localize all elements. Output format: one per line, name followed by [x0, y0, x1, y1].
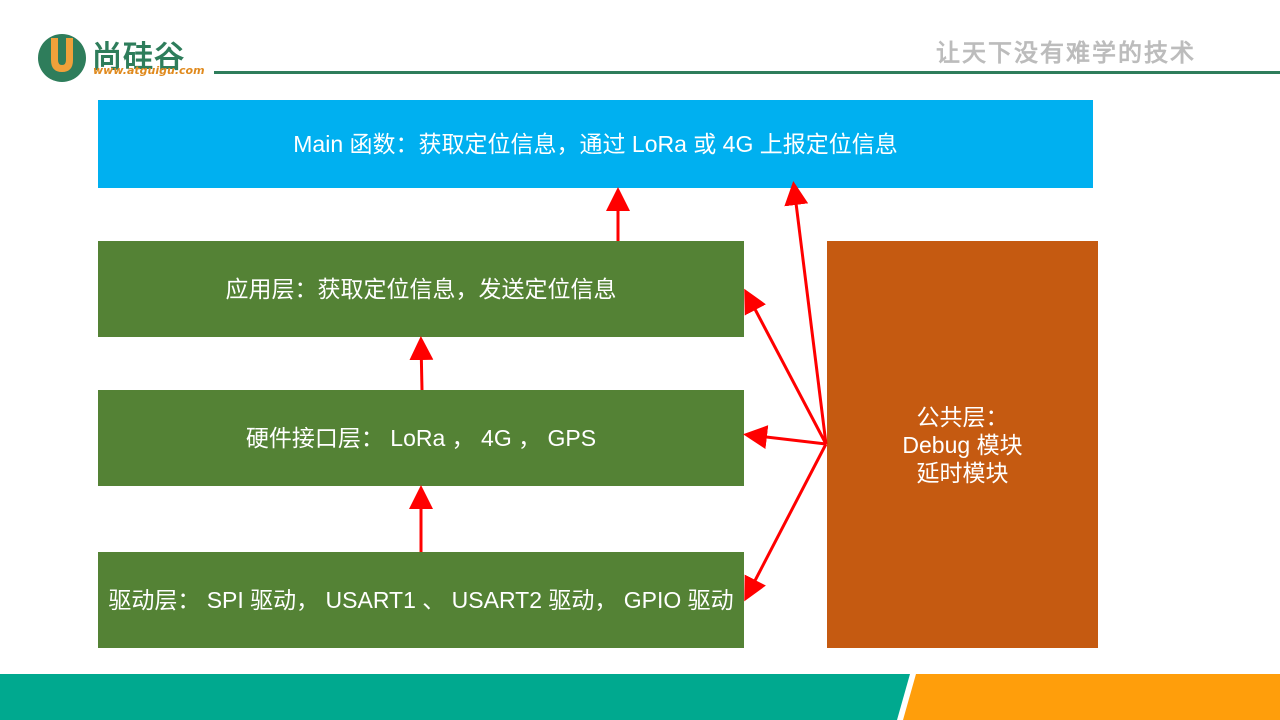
logo-u-icon [38, 34, 86, 82]
driver-layer-box: 驱动层： SPI 驱动， USART1 、 USART2 驱动， GPIO 驱动 [98, 552, 744, 648]
hardware-interface-layer-box: 硬件接口层： LoRa ， 4G ， GPS [98, 390, 744, 486]
arrow-hw-to-app [409, 336, 434, 391]
hardware-interface-layer-label: 硬件接口层： LoRa ， 4G ， GPS [245, 425, 597, 451]
debug-module-label: Debug 模块 [902, 431, 1023, 458]
delay-module-label: 延时模块 [916, 459, 1009, 486]
driver-layer-label: 驱动层： SPI 驱动， USART1 、 USART2 驱动， GPIO 驱动 [108, 587, 734, 613]
logo-name: 尚硅谷 [92, 40, 185, 75]
logo-url: www.atguigu.com [93, 64, 205, 77]
common-layer-title: 公共层： [916, 403, 1009, 430]
footer-band [0, 674, 1280, 720]
application-layer-label: 应用层：获取定位信息，发送定位信息 [225, 276, 617, 302]
application-layer-box: 应用层：获取定位信息，发送定位信息 [98, 241, 744, 337]
header-divider [214, 71, 1280, 74]
arrow-common-to-driver [744, 443, 828, 602]
common-layer-box: 公共层： Debug 模块 延时模块 [827, 241, 1098, 648]
slogan: 让天下没有难学的技术 [936, 38, 1196, 67]
main-function-label: Main 函数：获取定位信息，通过 LoRa 或 4G 上报定位信息 [293, 131, 898, 157]
arrow-common-to-main [784, 181, 828, 445]
main-function-box: Main 函数：获取定位信息，通过 LoRa 或 4G 上报定位信息 [98, 100, 1093, 188]
brand-logo: 尚硅谷 www.atguigu.com [36, 28, 216, 84]
arrow-common-to-hw [743, 425, 827, 450]
arrow-common-to-app [744, 288, 828, 445]
